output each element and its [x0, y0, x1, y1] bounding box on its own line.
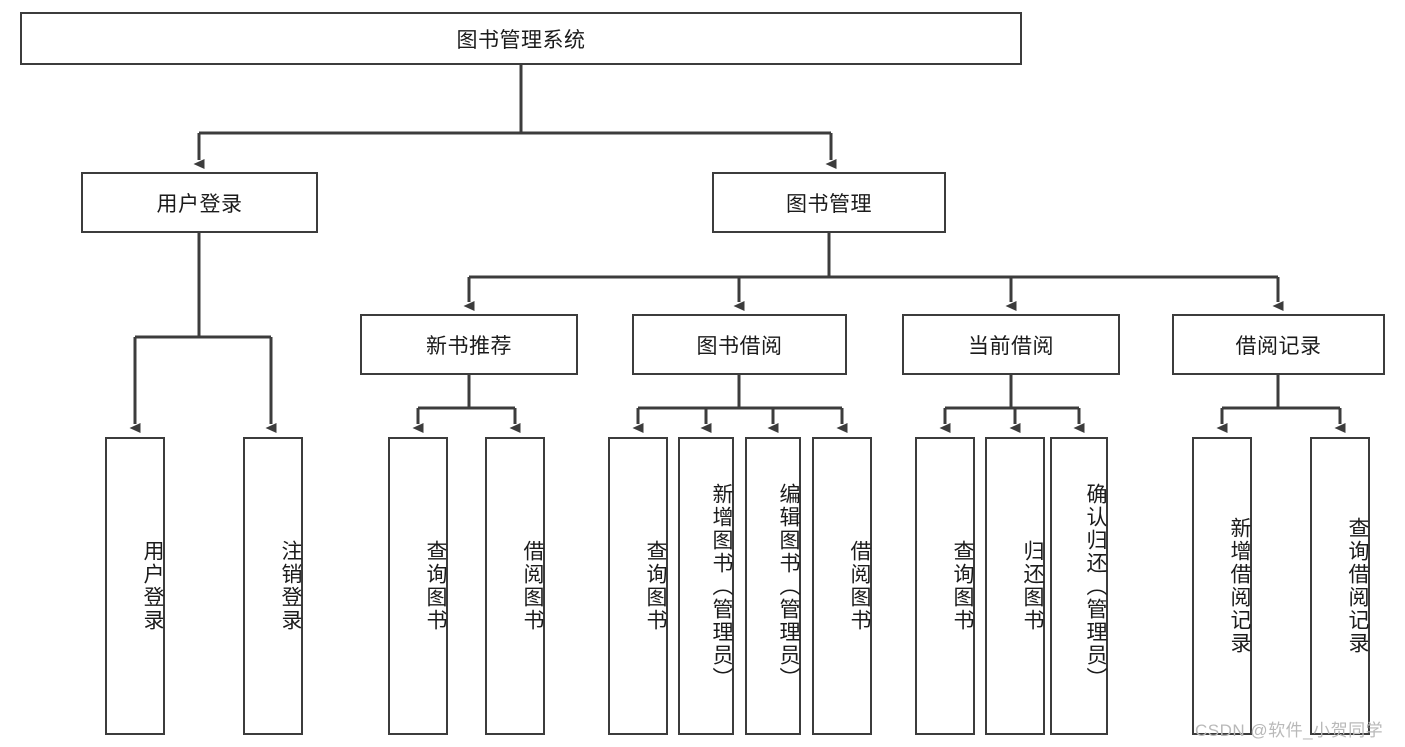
- node-label: 查询图书: [424, 540, 447, 632]
- node-label: 查询图书: [951, 540, 974, 632]
- leaf-borrow-book-2[interactable]: 借阅图书: [812, 437, 872, 735]
- node-system-root[interactable]: 图书管理系统: [20, 12, 1022, 65]
- leaf-query-book-1[interactable]: 查询图书: [388, 437, 448, 735]
- node-borrow-record[interactable]: 借阅记录: [1172, 314, 1385, 375]
- node-label: 注销登录: [279, 540, 302, 632]
- node-label: 新书推荐: [426, 334, 512, 358]
- leaf-query-book-3[interactable]: 查询图书: [915, 437, 975, 735]
- node-label: 新增借阅记录: [1228, 517, 1251, 655]
- node-book-borrow[interactable]: 图书借阅: [632, 314, 847, 375]
- node-label: 新增图书（管理员）: [710, 482, 733, 690]
- node-label: 图书借阅: [696, 334, 783, 358]
- node-label: 借阅记录: [1235, 334, 1322, 358]
- node-label: 查询借阅记录: [1346, 517, 1369, 655]
- node-label: 编辑图书（管理员）: [777, 482, 800, 690]
- node-label: 图书管理: [786, 192, 872, 216]
- node-new-book-recommend[interactable]: 新书推荐: [360, 314, 578, 375]
- node-label: 当前借阅: [968, 334, 1054, 358]
- node-label: 查询图书: [644, 540, 667, 632]
- node-current-borrow[interactable]: 当前借阅: [902, 314, 1120, 375]
- leaf-confirm-return-admin[interactable]: 确认归还（管理员）: [1050, 437, 1108, 735]
- leaf-edit-book-admin[interactable]: 编辑图书（管理员）: [745, 437, 801, 735]
- node-label: 归还图书: [1021, 540, 1044, 632]
- node-label: 借阅图书: [521, 540, 544, 632]
- node-book-management[interactable]: 图书管理: [712, 172, 946, 233]
- leaf-query-borrow-record[interactable]: 查询借阅记录: [1310, 437, 1370, 735]
- node-label: 用户登录: [141, 540, 164, 632]
- leaf-return-book[interactable]: 归还图书: [985, 437, 1045, 735]
- node-label: 用户登录: [156, 192, 243, 216]
- leaf-add-borrow-record[interactable]: 新增借阅记录: [1192, 437, 1252, 735]
- node-label: 借阅图书: [848, 540, 871, 632]
- leaf-add-book-admin[interactable]: 新增图书（管理员）: [678, 437, 734, 735]
- node-label: 图书管理系统: [456, 28, 586, 52]
- leaf-borrow-book-1[interactable]: 借阅图书: [485, 437, 545, 735]
- node-label: 确认归还（管理员）: [1084, 482, 1107, 690]
- node-user-login[interactable]: 用户登录: [81, 172, 318, 233]
- csdn-watermark: CSDN @软件_小贺同学: [1195, 721, 1384, 740]
- leaf-logout[interactable]: 注销登录: [243, 437, 303, 735]
- leaf-query-book-2[interactable]: 查询图书: [608, 437, 668, 735]
- leaf-user-login[interactable]: 用户登录: [105, 437, 165, 735]
